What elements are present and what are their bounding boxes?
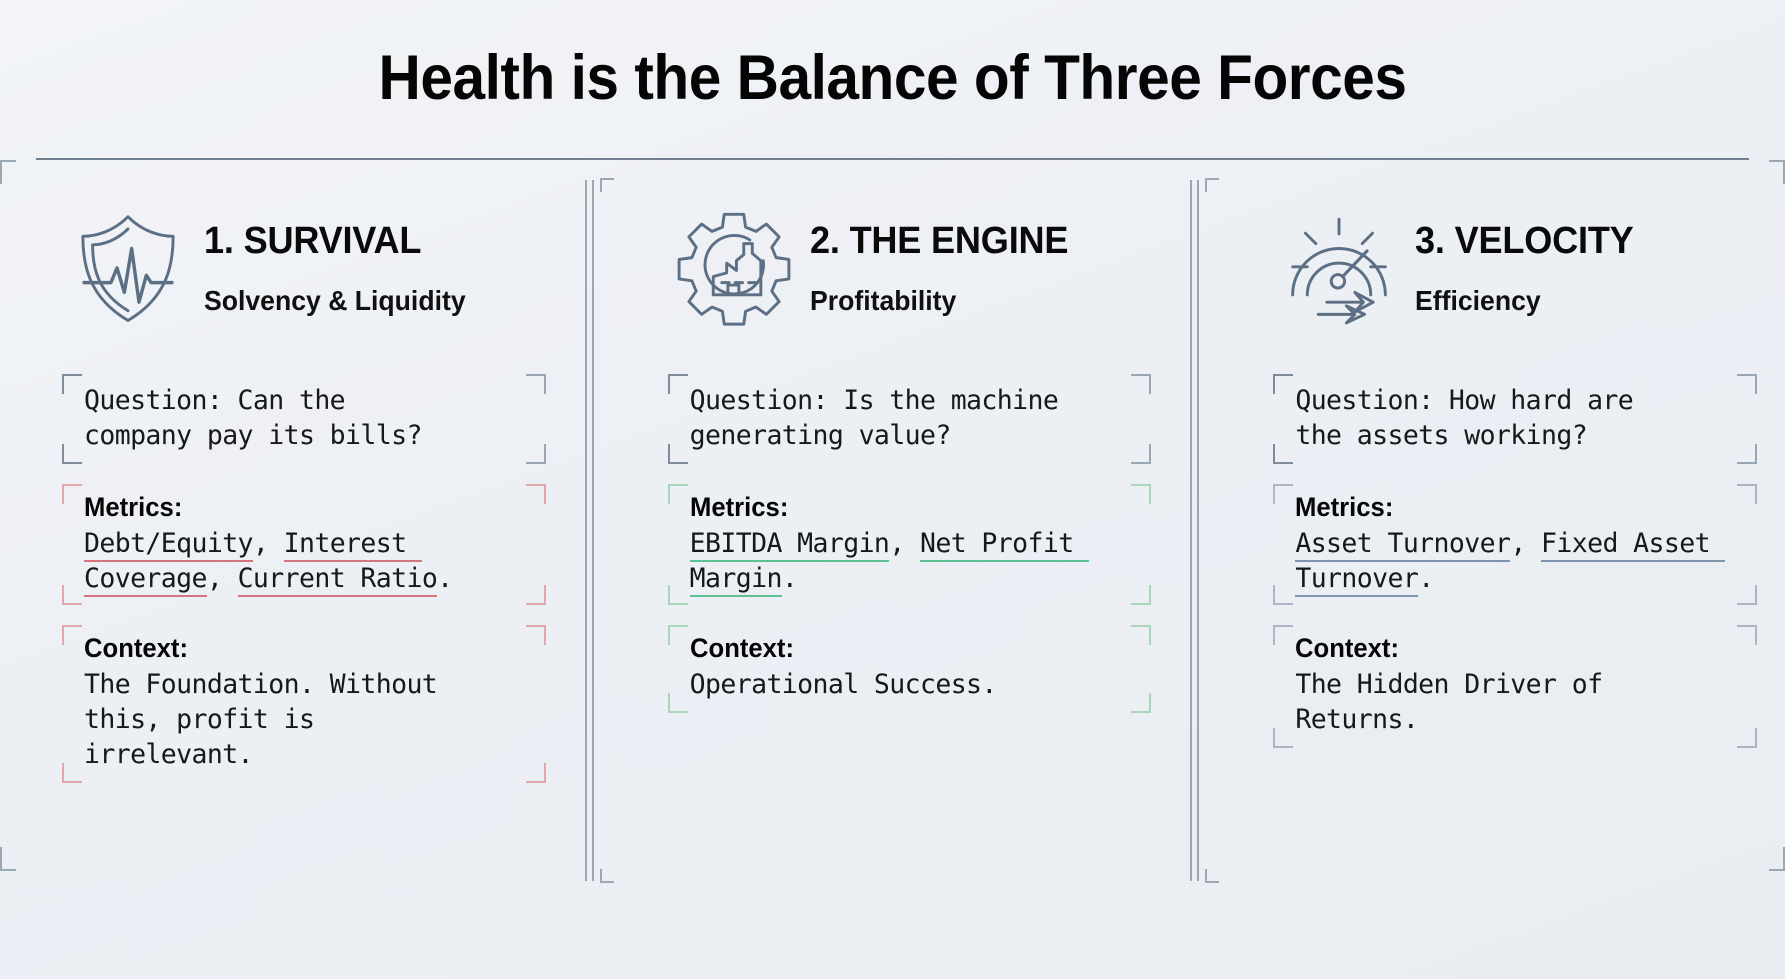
bracket-corner-icon [525, 374, 546, 394]
bracket-corner-icon [1273, 483, 1294, 504]
column-divider [1179, 176, 1220, 895]
bracket-corner-icon [667, 624, 688, 645]
bracket-corner-icon [1273, 624, 1294, 645]
question-text: Question: Can the company pay its bills? [84, 385, 422, 451]
metrics-values: EBITDA Margin, Net Profit Margin. [689, 527, 1130, 597]
bracket-corner-icon [1273, 443, 1294, 464]
bracket-corner-icon [1737, 624, 1758, 645]
column-title: 3. VELOCITY [1415, 219, 1634, 262]
context-block: Context: Operational Success. [667, 624, 1152, 713]
metrics-label: Metrics: [1295, 491, 1394, 522]
bracket-corner-icon [1131, 443, 1152, 464]
bracket-corner-icon [1737, 483, 1758, 504]
columns-container: 1. SURVIVAL Solvency & Liquidity Questio… [0, 176, 1785, 895]
column-subtitle: Solvency & Liquidity [204, 284, 466, 316]
speedometer-icon [1273, 202, 1405, 334]
bracket-corner-icon [1131, 584, 1152, 605]
metric-term: Current Ratio [237, 562, 438, 597]
metrics-block: Metrics: Debt/Equity, Interest Coverage,… [62, 483, 546, 605]
column-header-engine: 2. THE ENGINE Profitability [668, 202, 1152, 334]
bracket-corner-icon [525, 483, 546, 504]
question-block: Question: Is the machine generating valu… [667, 374, 1152, 464]
bracket-corner-icon [1737, 727, 1758, 748]
context-text: Operational Success. [689, 668, 998, 700]
column-survival: 1. SURVIVAL Solvency & Liquidity Questio… [0, 176, 574, 895]
divider-corner-icon [599, 178, 614, 192]
context-label: Context: [1295, 632, 1400, 663]
bracket-corner-icon [1273, 374, 1294, 394]
divider-corner-icon [1205, 869, 1220, 883]
divider-corner-icon [599, 869, 614, 883]
bracket-corner-icon [1131, 624, 1152, 645]
metric-term: Fixed Asset Turnover [1295, 527, 1726, 597]
page-title: Health is the Balance of Three Forces [378, 43, 1407, 113]
bracket-corner-icon [62, 374, 82, 394]
bracket-corner-icon [62, 584, 82, 605]
blocks-engine: Question: Is the machine generating valu… [667, 374, 1152, 713]
bracket-corner-icon [525, 624, 546, 645]
bracket-corner-icon [525, 584, 546, 605]
bracket-corner-icon [1273, 584, 1294, 605]
title-divider [36, 158, 1749, 160]
column-title: 1. SURVIVAL [204, 219, 422, 262]
column-header-survival: 1. SURVIVAL Solvency & Liquidity [62, 202, 546, 334]
bracket-corner-icon [1273, 727, 1294, 748]
question-text: Question: How hard are the assets workin… [1295, 385, 1634, 451]
column-divider [574, 176, 614, 895]
metrics-values: Debt/Equity, Interest Coverage, Current … [84, 527, 524, 597]
blocks-survival: Question: Can the company pay its bills?… [62, 374, 546, 783]
column-header-velocity: 3. VELOCITY Efficiency [1273, 202, 1757, 334]
bracket-corner-icon [62, 483, 82, 504]
metrics-label: Metrics: [689, 491, 789, 522]
context-text: The Foundation. Without this, profit is … [84, 668, 438, 770]
bracket-corner-icon [667, 692, 688, 713]
question-block: Question: How hard are the assets workin… [1273, 374, 1758, 464]
column-title: 2. THE ENGINE [809, 219, 1069, 262]
bracket-corner-icon [1131, 692, 1152, 713]
bracket-corner-icon [62, 762, 82, 783]
bracket-corner-icon [1737, 584, 1758, 605]
bracket-corner-icon [667, 374, 688, 394]
divider-corner-icon [1205, 178, 1220, 192]
bracket-corner-icon [525, 762, 546, 783]
metric-term: Net Profit Margin [689, 527, 1089, 597]
context-text: The Hidden Driver of Returns. [1295, 668, 1603, 735]
bracket-corner-icon [62, 443, 82, 464]
metric-term: Asset Turnover [1295, 527, 1511, 562]
bracket-corner-icon [667, 483, 688, 504]
metrics-values: Asset Turnover, Fixed Asset Turnover. [1295, 527, 1735, 597]
bracket-corner-icon [1131, 483, 1152, 504]
question-text: Question: Is the machine generating valu… [689, 385, 1059, 451]
column-velocity: 3. VELOCITY Efficiency Question: How har… [1211, 176, 1785, 895]
metric-term: Debt/Equity [84, 527, 254, 562]
bracket-corner-icon [62, 624, 82, 645]
metric-term: Interest Coverage [84, 527, 422, 597]
context-label: Context: [689, 632, 794, 663]
question-block: Question: Can the company pay its bills? [62, 374, 546, 464]
column-subtitle: Efficiency [1415, 284, 1542, 316]
context-block: Context: The Hidden Driver of Returns. [1273, 624, 1758, 748]
bracket-corner-icon [1737, 374, 1758, 394]
column-subtitle: Profitability [809, 284, 956, 316]
gear-factory-icon [668, 202, 800, 334]
metric-term: EBITDA Margin [689, 527, 890, 562]
bracket-corner-icon [667, 584, 688, 605]
blocks-velocity: Question: How hard are the assets workin… [1273, 374, 1758, 748]
metrics-block: Metrics: Asset Turnover, Fixed Asset Tur… [1273, 483, 1758, 605]
bracket-corner-icon [525, 443, 546, 464]
bracket-corner-icon [1737, 443, 1758, 464]
column-engine: 2. THE ENGINE Profitability Question: Is… [606, 176, 1180, 895]
context-label: Context: [84, 632, 189, 663]
bracket-corner-icon [1131, 374, 1152, 394]
title-area: Health is the Balance of Three Forces [0, 0, 1785, 160]
shield-pulse-icon [62, 202, 194, 334]
bracket-corner-icon [667, 443, 688, 464]
metrics-label: Metrics: [84, 491, 183, 522]
context-block: Context: The Foundation. Without this, p… [62, 624, 546, 783]
metrics-block: Metrics: EBITDA Margin, Net Profit Margi… [667, 483, 1152, 605]
